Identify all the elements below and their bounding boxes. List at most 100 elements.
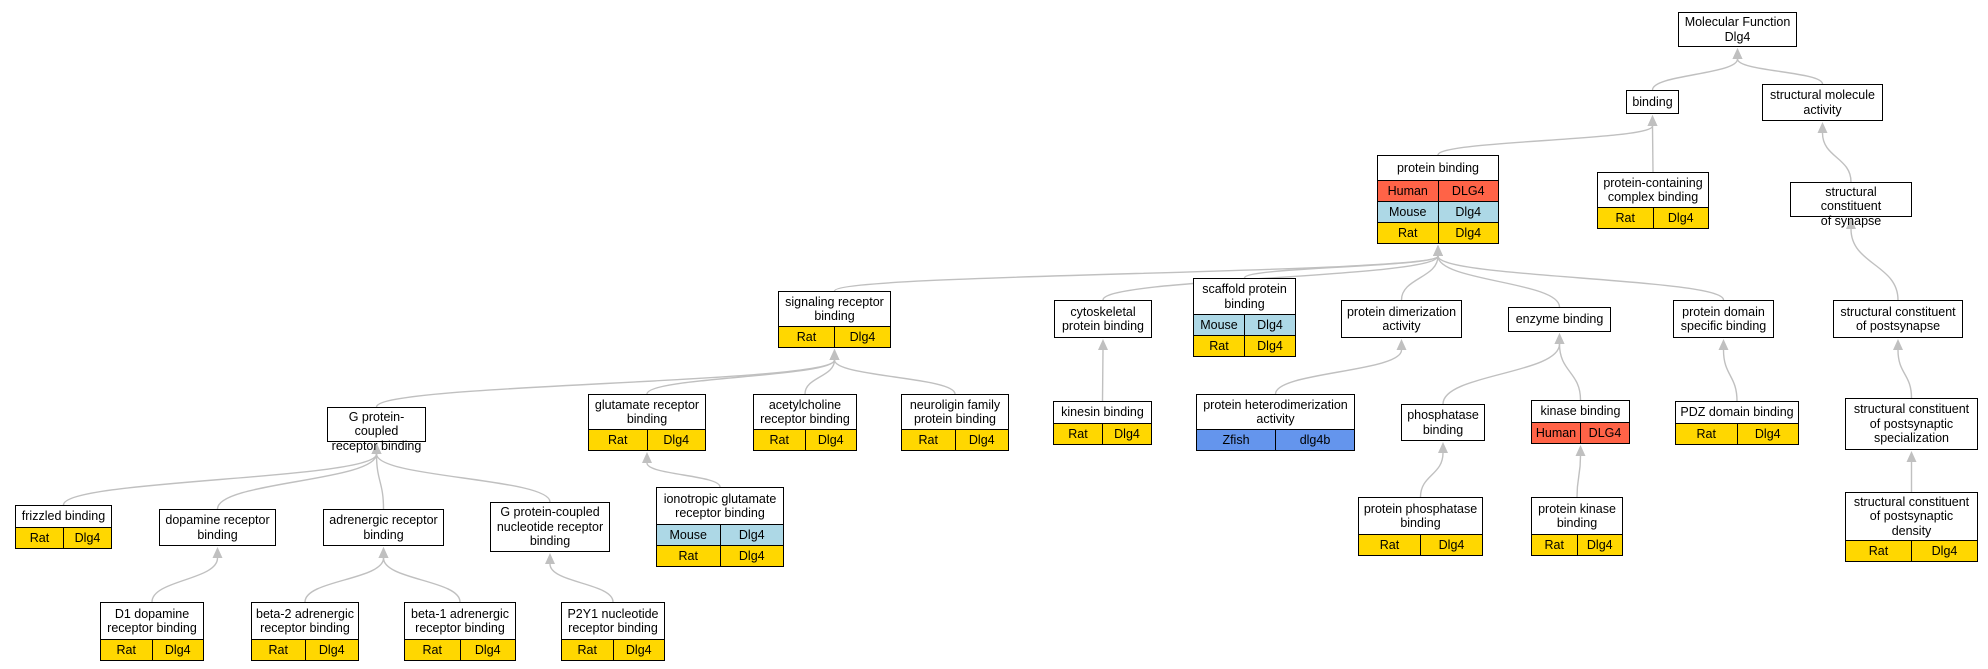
node-binding[interactable]: binding: [1626, 90, 1679, 114]
gene-cell: Dlg4: [304, 640, 358, 660]
gene-cell: Dlg4: [1652, 208, 1708, 228]
node-title-line: structural molecule: [1770, 88, 1875, 103]
node-title-line: Dlg4: [1724, 29, 1751, 44]
node-title-line: adrenergic receptor: [329, 513, 438, 528]
edge-arrowhead: [1575, 445, 1586, 456]
edge-arrowhead: [1098, 339, 1108, 350]
node-eb[interactable]: enzyme binding: [1508, 307, 1611, 332]
edge-pdzb-to-pdsb: [1722, 349, 1738, 402]
edge-phb-to-eb: [1442, 343, 1561, 405]
species-cell: Rat: [1598, 208, 1653, 228]
node-title-line: enzyme binding: [1515, 312, 1604, 327]
gene-cell: Dlg4: [1420, 535, 1482, 555]
species-cell: Rat: [1676, 424, 1737, 444]
species-cell: Human: [1532, 423, 1580, 443]
gene-cell: Dlg4: [63, 528, 111, 548]
node-title-line: binding: [1556, 516, 1598, 530]
gene-cell: Dlg4: [1437, 223, 1498, 243]
species-cell: Rat: [657, 546, 720, 566]
node-title-line: Molecular Function: [1684, 15, 1791, 30]
edge-fzb-to-gpcrb: [62, 453, 378, 506]
node-title: binding: [1627, 91, 1678, 113]
edge-arrowhead: [829, 349, 840, 360]
species-cell: Rat: [16, 528, 63, 548]
node-title-line: acetylcholine: [768, 397, 842, 412]
node-title-line: binding: [363, 527, 404, 542]
edge-pda-to-pb: [1400, 255, 1439, 301]
node-title-line: receptor binding: [760, 412, 850, 426]
gene-cell: Dlg4: [1911, 541, 1977, 561]
edge-binding-to-mf: [1651, 58, 1739, 91]
species-cell: Mouse: [1378, 202, 1438, 222]
node-title-line: receptor binding: [675, 506, 765, 520]
gene-cell: Dlg4: [719, 525, 783, 545]
edge-arrowhead: [545, 553, 555, 564]
gene-cell: Dlg4: [1437, 202, 1498, 222]
edge-arrowhead: [1433, 245, 1443, 256]
node-title-line: protein binding: [1061, 319, 1144, 333]
edge-spb-to-pb: [1243, 255, 1439, 279]
node-title-line: of postsynaptic: [1869, 509, 1954, 524]
edge-scpsd-to-scpost: [1897, 349, 1913, 399]
edge-sma-to-mf: [1736, 58, 1824, 85]
edge-d1b-to-drb: [151, 557, 219, 603]
edge-kinb-to-cpb: [1101, 349, 1104, 402]
node-title: kinase binding: [1532, 401, 1629, 422]
edge-nfpb-to-srb: [833, 359, 956, 395]
edge-b2b-to-arb: [304, 557, 385, 603]
node-title-line: ionotropic glutamate: [663, 491, 777, 506]
gene-cell: Dlg4: [612, 640, 664, 660]
